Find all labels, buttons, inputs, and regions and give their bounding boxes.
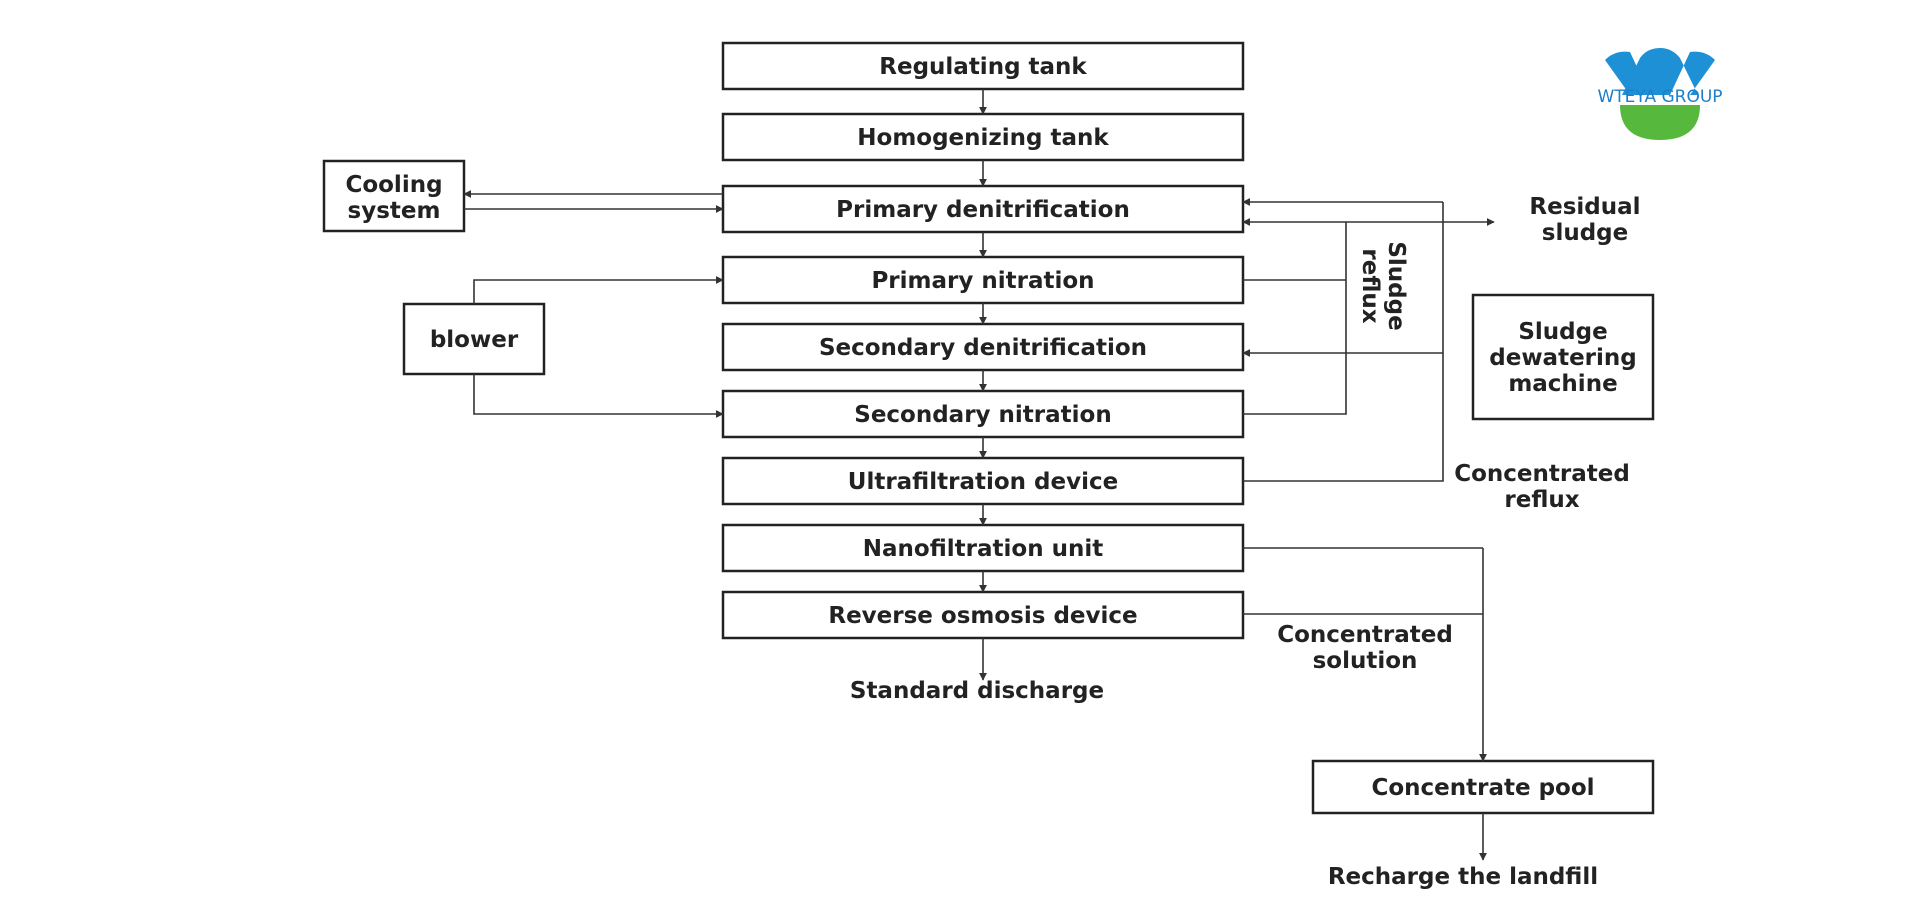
primary-denitrification-node: Primary denitrification: [721, 184, 1245, 234]
primary-denitrification-label: Primary denitrification: [836, 197, 1130, 223]
reverse-osmosis-device-node: Reverse osmosis device: [721, 590, 1245, 640]
sludge-reflux-label-line2: reflux: [1357, 248, 1383, 323]
regulating-tank-label: Regulating tank: [879, 54, 1087, 80]
cooling-system-label-line1: Cooling: [345, 172, 442, 198]
sludge-dewatering-label-line3: machine: [1508, 371, 1617, 397]
arrow-blower-to-secondary-nitration: [473, 374, 724, 418]
secondary-nitration-node: Secondary nitration: [721, 389, 1245, 439]
logo-green-base: [1620, 105, 1700, 140]
primary-nitration-label: Primary nitration: [871, 268, 1094, 294]
secondary-denitrification-node: Secondary denitrification: [721, 322, 1245, 372]
blower-label: blower: [430, 327, 519, 353]
secondary-denitrification-label: Secondary denitrification: [819, 335, 1147, 361]
line-secondary-nitration-reflux: [1243, 222, 1347, 415]
concentrate-pool-node: Concentrate pool: [1311, 759, 1655, 815]
concentrate-pool-label: Concentrate pool: [1371, 775, 1594, 801]
concentrated-reflux-label-line2: reflux: [1504, 487, 1579, 513]
concentrated-reflux-label-line1: Concentrated: [1454, 461, 1630, 487]
ultrafiltration-device-label: Ultrafiltration device: [848, 469, 1118, 495]
sludge-reflux-label-line1: Sludge: [1383, 241, 1409, 330]
cooling-connections: [463, 190, 724, 213]
homogenizing-tank-label: Homogenizing tank: [857, 125, 1109, 151]
arrow-blower-to-primary-nitration: [473, 276, 724, 304]
concentrated-solution-flow: [1243, 547, 1487, 861]
logo-text: WTEYA GROUP: [1597, 87, 1722, 107]
reverse-osmosis-device-label: Reverse osmosis device: [828, 603, 1137, 629]
residual-sludge-label-line1: Residual: [1529, 194, 1640, 220]
primary-nitration-node: Primary nitration: [721, 255, 1245, 305]
regulating-tank-node: Regulating tank: [721, 41, 1245, 91]
concentrated-solution-label-line1: Concentrated: [1277, 622, 1453, 648]
logo-blue-petals: [1605, 48, 1715, 95]
recharge-landfill-label: Recharge the landfill: [1328, 864, 1598, 890]
cooling-system-label-line2: system: [348, 198, 441, 224]
sludge-dewatering-label-line1: Sludge: [1518, 319, 1607, 345]
line-ultrafiltration-concentrated-reflux: [1243, 202, 1444, 482]
blower-node: blower: [402, 302, 546, 376]
sludge-dewatering-label-line2: dewatering: [1489, 345, 1637, 371]
blower-connections: [473, 276, 724, 418]
ultrafiltration-device-node: Ultrafiltration device: [721, 456, 1245, 506]
standard-discharge-label: Standard discharge: [850, 678, 1104, 704]
sludge-reflux-loop: [1242, 218, 1495, 415]
sludge-dewatering-machine-node: Sludge dewatering machine: [1471, 293, 1655, 421]
homogenizing-tank-node: Homogenizing tank: [721, 112, 1245, 162]
concentrated-solution-label-line2: solution: [1313, 648, 1418, 674]
nanofiltration-unit-node: Nanofiltration unit: [721, 523, 1245, 573]
wteya-logo: WTEYA GROUP: [1597, 48, 1723, 140]
concentrated-reflux-loop: [1242, 198, 1444, 482]
secondary-nitration-label: Secondary nitration: [854, 402, 1111, 428]
residual-sludge-label-line2: sludge: [1542, 220, 1628, 246]
cooling-system-node: Cooling system: [322, 159, 466, 233]
nanofiltration-unit-label: Nanofiltration unit: [863, 536, 1103, 562]
